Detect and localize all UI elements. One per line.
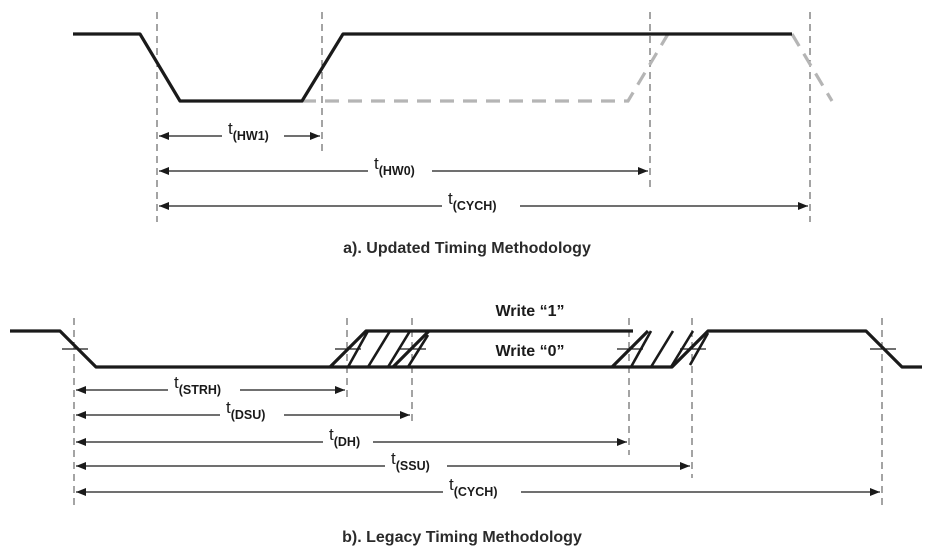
interval-label-sub: (CYCH) bbox=[454, 485, 498, 499]
interval-label-t: t bbox=[228, 119, 233, 138]
svg-text:t(DSU): t(DSU) bbox=[226, 398, 265, 422]
alternate-waveform bbox=[302, 33, 670, 103]
alternate-waveform-tail bbox=[790, 33, 834, 102]
interval-label-t: t bbox=[449, 475, 454, 494]
interval-dsu: t(DSU) bbox=[76, 397, 410, 425]
interval-label-t: t bbox=[226, 398, 231, 417]
caption-panel-b: b). Legacy Timing Methodology bbox=[342, 529, 582, 546]
svg-text:t(SSU): t(SSU) bbox=[391, 449, 430, 473]
interval-label-sub: (HW1) bbox=[233, 129, 269, 143]
interval-label-t: t bbox=[329, 425, 334, 444]
panel-b: Write “1” Write “0” t(STRH) t(DSU) t(DH) bbox=[10, 303, 922, 546]
interval-label-sub: (SSU) bbox=[396, 459, 430, 473]
svg-text:t(HW0): t(HW0) bbox=[374, 154, 415, 178]
interval-label-t: t bbox=[374, 154, 379, 173]
write-zero-label: Write “0” bbox=[495, 343, 564, 360]
interval-label-t: t bbox=[174, 373, 179, 392]
signal-waveform-b-low bbox=[10, 329, 922, 369]
svg-text:t(STRH): t(STRH) bbox=[174, 373, 221, 397]
interval-hw0: t(HW0) bbox=[159, 152, 648, 182]
interval-label-sub: (HW0) bbox=[379, 164, 415, 178]
interval-cych-a: t(CYCH) bbox=[159, 187, 808, 217]
svg-text:t(CYCH): t(CYCH) bbox=[449, 475, 497, 499]
signal-waveform-a bbox=[73, 32, 792, 103]
interval-label-sub: (STRH) bbox=[179, 383, 221, 397]
svg-text:t(HW1): t(HW1) bbox=[228, 119, 269, 143]
interval-label-t: t bbox=[391, 449, 396, 468]
svg-text:t(CYCH): t(CYCH) bbox=[448, 189, 496, 213]
interval-label-sub: (DH) bbox=[334, 435, 360, 449]
panel-a: t(HW1) t(HW0) t(CYCH) a). Updated Timing… bbox=[73, 12, 834, 257]
svg-text:t(DH): t(DH) bbox=[329, 425, 360, 449]
write-one-label: Write “1” bbox=[495, 303, 564, 320]
interval-dh: t(DH) bbox=[76, 424, 627, 452]
interval-ssu: t(SSU) bbox=[76, 448, 690, 476]
interval-label-sub: (CYCH) bbox=[453, 199, 497, 213]
interval-label-t: t bbox=[448, 189, 453, 208]
interval-strh: t(STRH) bbox=[76, 372, 345, 400]
interval-label-sub: (DSU) bbox=[231, 408, 266, 422]
signal-waveform-b-high bbox=[328, 329, 633, 369]
interval-cych-b: t(CYCH) bbox=[76, 474, 880, 502]
interval-hw1: t(HW1) bbox=[159, 118, 320, 146]
caption-panel-a: a). Updated Timing Methodology bbox=[343, 240, 591, 257]
